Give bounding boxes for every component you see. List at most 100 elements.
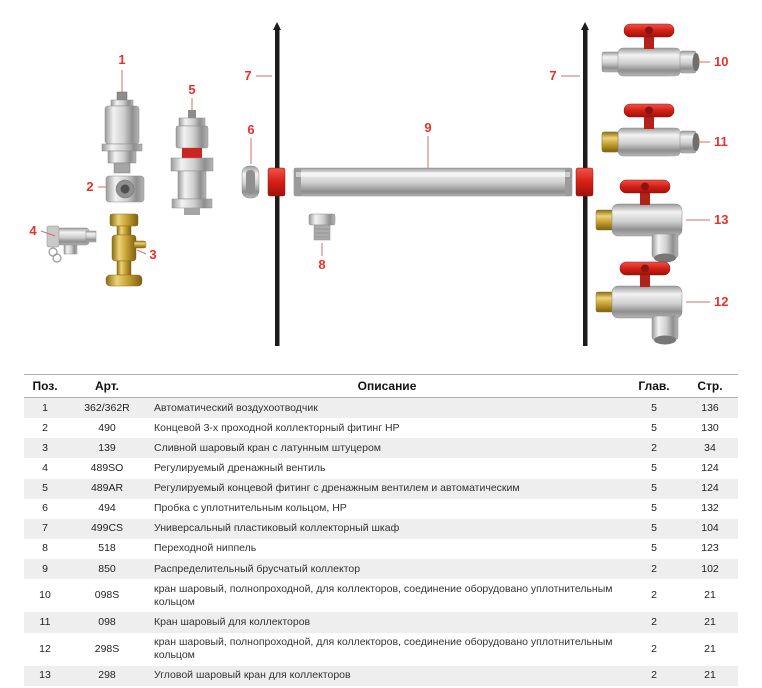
callout-1: 1 <box>118 52 126 92</box>
callout-label-2: 2 <box>86 179 93 194</box>
callout-10: 10 <box>698 54 728 69</box>
cell-chapter: 5 <box>651 542 657 555</box>
cell-chapter: 5 <box>651 421 657 434</box>
table-row: 2 490 Концевой 3-х проходной коллекторный … <box>24 418 738 439</box>
cell-chapter: 2 <box>651 615 657 628</box>
cell-desc: кран шаровый, полнопроходной, для коллек… <box>154 636 613 662</box>
col-header-art: Арт. <box>66 374 148 398</box>
cell-chapter: 5 <box>651 401 657 414</box>
cell-art: 518 <box>98 542 116 555</box>
cell-art: 298 <box>98 669 116 682</box>
callout-label-11: 11 <box>714 134 728 149</box>
table-row: 12 298S кран шаровый, полнопроходной, для … <box>24 632 738 666</box>
callout-3: 3 <box>136 247 157 262</box>
cell-page: 132 <box>701 502 719 515</box>
callout-label-3: 3 <box>149 247 156 262</box>
cell-chapter: 5 <box>651 502 657 515</box>
cell-pos: 12 <box>39 642 51 655</box>
callout-7-right: 7 <box>549 68 580 83</box>
cell-art: 489AR <box>90 482 124 494</box>
cell-desc: Переходной ниппель <box>154 542 257 555</box>
parts-table: Поз. Арт. Описание Глав. Стр. 1 362/362R А… <box>24 374 738 686</box>
part-manifold <box>293 167 573 197</box>
cell-pos: 7 <box>42 522 48 535</box>
cell-art: 139 <box>98 441 116 454</box>
part-cabinet-rail-right <box>575 22 594 346</box>
cell-chapter: 5 <box>651 461 657 474</box>
callout-4: 4 <box>29 223 56 238</box>
cell-desc: Сливной шаровый кран с латунным штуцером <box>154 441 382 454</box>
part-angle-ball-valve-13 <box>595 179 683 263</box>
col-header-pos: Поз. <box>24 374 66 398</box>
col-header-chapter: Глав. <box>626 374 682 398</box>
cell-art: 494 <box>98 502 116 515</box>
part-cabinet-rail-left <box>267 22 286 346</box>
callout-label-5: 5 <box>188 82 195 97</box>
cell-page: 21 <box>704 589 716 602</box>
callout-6: 6 <box>247 122 255 164</box>
cell-art: 490 <box>98 421 116 434</box>
cell-pos: 4 <box>42 461 48 474</box>
cell-pos: 9 <box>42 562 48 575</box>
cell-art: 499CS <box>90 522 124 535</box>
callout-12: 12 <box>686 294 728 309</box>
cell-desc: кран шаровый, полнопроходной, для коллек… <box>154 582 613 608</box>
cell-chapter: 2 <box>651 669 657 682</box>
table-row: 13 298 Угловой шаровый кран для коллекторо… <box>24 665 738 686</box>
callout-7-left: 7 <box>244 68 272 83</box>
cell-page: 21 <box>704 642 716 655</box>
callout-5: 5 <box>188 82 196 110</box>
callout-8: 8 <box>318 243 326 272</box>
cell-desc: Концевой 3-х проходной коллекторный фити… <box>154 421 400 434</box>
part-nipple <box>308 213 336 241</box>
callout-label-4: 4 <box>29 223 37 238</box>
callout-13: 13 <box>686 212 728 227</box>
col-header-desc: Описание <box>148 374 626 398</box>
cell-pos: 2 <box>42 421 48 434</box>
cell-art: 362/362R <box>84 401 130 414</box>
cell-pos: 8 <box>42 542 48 555</box>
cell-art: 850 <box>98 562 116 575</box>
col-header-page: Стр. <box>682 374 738 398</box>
cell-art: 489SO <box>90 461 124 474</box>
part-end-fitting <box>105 175 145 203</box>
cell-page: 104 <box>701 522 719 535</box>
cell-pos: 13 <box>39 669 51 682</box>
parts-table-head: Поз. Арт. Описание Глав. Стр. <box>24 374 738 398</box>
part-ball-valve-10 <box>601 23 700 77</box>
cell-chapter: 5 <box>651 522 657 535</box>
cell-desc: Распределительный брусчатый коллектор <box>154 562 361 575</box>
cell-desc: Кран шаровый для коллекторов <box>154 615 311 628</box>
callout-11: 11 <box>698 134 728 149</box>
cell-page: 124 <box>701 482 719 494</box>
cell-page: 124 <box>701 461 719 474</box>
cell-page: 102 <box>701 562 719 575</box>
cell-desc: Угловой шаровый кран для коллекторов <box>154 669 351 682</box>
table-header-row: Поз. Арт. Описание Глав. Стр. <box>24 374 738 398</box>
part-angle-ball-valve-12 <box>595 261 683 345</box>
cell-chapter: 2 <box>651 642 657 655</box>
cell-art: 298S <box>94 642 120 655</box>
table-row: 8 518 Переходной ниппель 5 123 <box>24 538 738 559</box>
cell-pos: 1 <box>42 401 48 414</box>
parts-diagram-area: 1 2 3 4 5 6 7 7 8 9 10 11 <box>29 22 728 346</box>
cell-page: 21 <box>704 669 716 682</box>
callout-label-6: 6 <box>247 122 254 137</box>
cell-page: 21 <box>704 615 716 628</box>
cell-pos: 11 <box>39 615 51 628</box>
cell-page: 130 <box>701 421 719 434</box>
cell-page: 123 <box>701 542 719 555</box>
part-adjustable-drain-valve <box>46 225 97 263</box>
cell-pos: 10 <box>39 589 51 602</box>
part-air-vent <box>101 91 143 174</box>
part-plug <box>241 165 260 199</box>
callout-2: 2 <box>86 179 106 194</box>
cell-page: 34 <box>704 441 716 454</box>
part-ball-valve-11 <box>601 103 700 157</box>
callout-label-7-right: 7 <box>549 68 556 83</box>
cell-pos: 6 <box>42 502 48 515</box>
